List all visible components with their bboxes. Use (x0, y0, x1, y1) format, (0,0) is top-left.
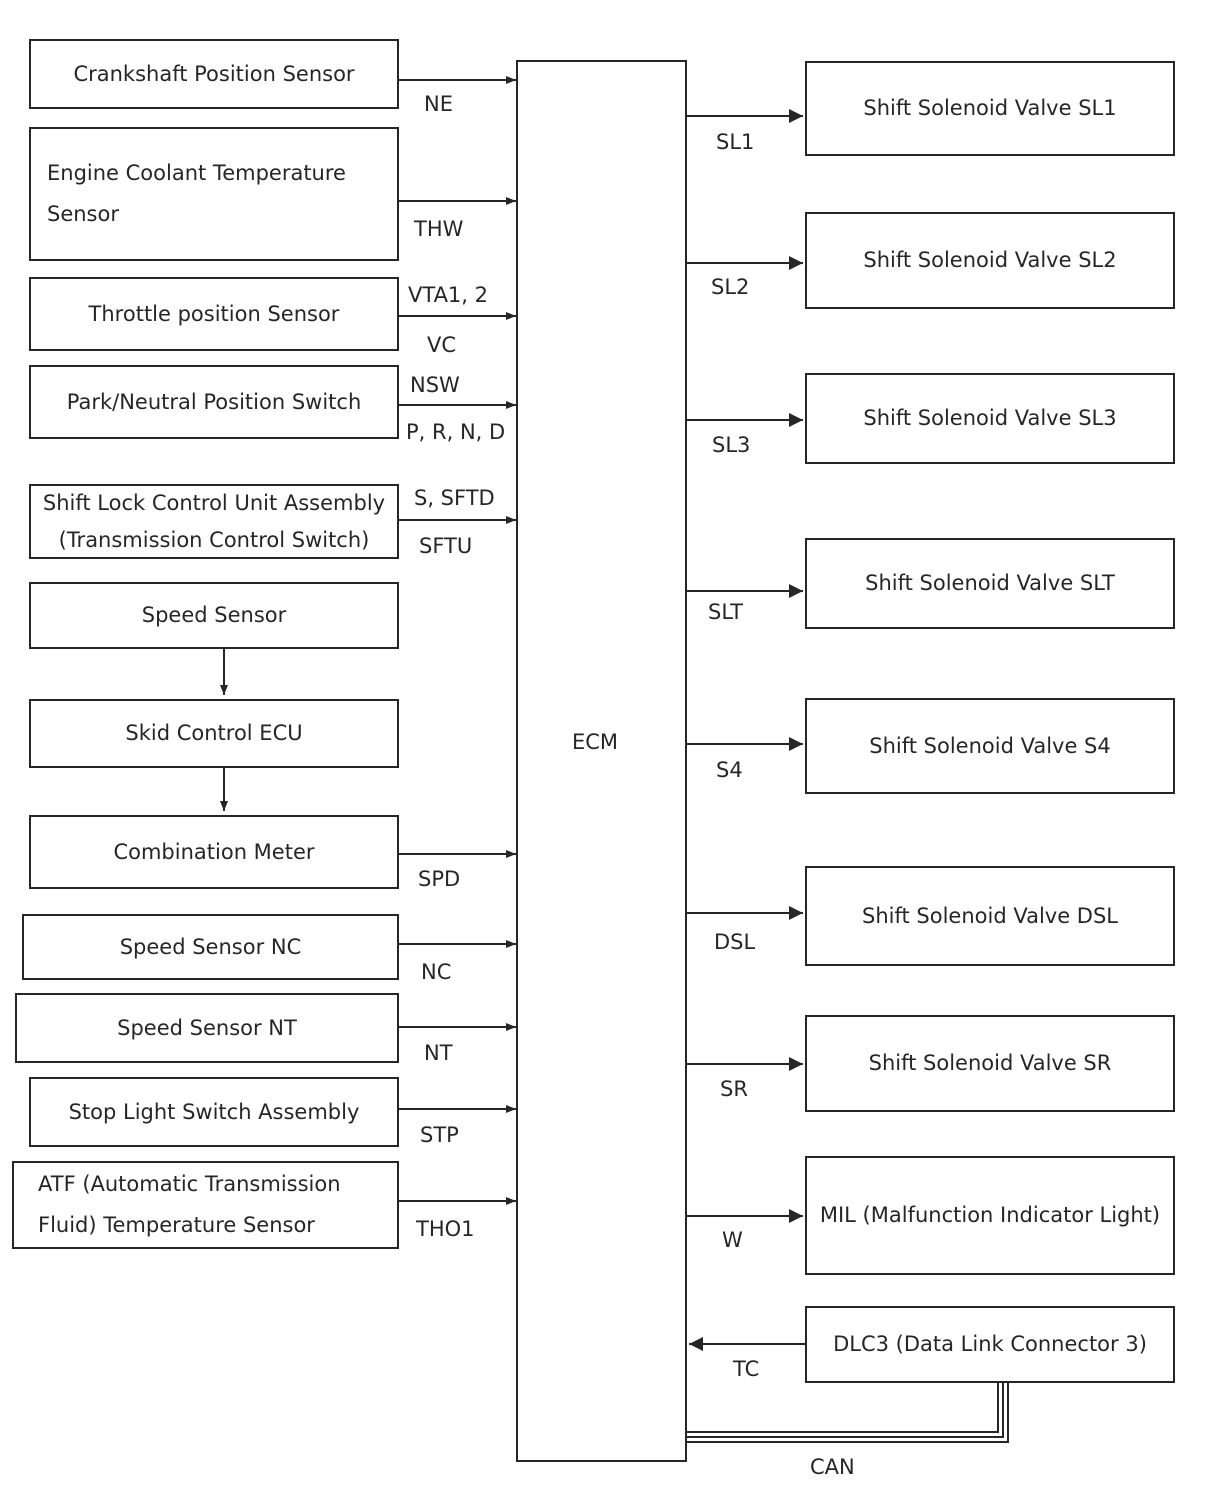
signal-label-speed-nt-0: NT (424, 1041, 453, 1065)
signal-label-can: CAN (810, 1455, 855, 1479)
input-box-stop-light-label: Stop Light Switch Assembly (68, 1099, 360, 1124)
input-box-shift-lock-label: Shift Lock Control Unit Assembly (Transm… (42, 490, 386, 552)
output-box-s4: Shift Solenoid Valve S4 (805, 698, 1175, 794)
signal-label-mil: W (722, 1228, 743, 1252)
output-box-sl2: Shift Solenoid Valve SL2 (805, 212, 1175, 309)
signal-label-sl2: SL2 (711, 275, 750, 299)
input-box-crankshaft: Crankshaft Position Sensor (29, 39, 399, 109)
output-box-sl1-label: Shift Solenoid Valve SL1 (863, 96, 1117, 120)
input-box-throttle-label: Throttle position Sensor (88, 301, 340, 326)
signal-label-speed-nc-0: NC (421, 960, 452, 984)
signal-label-atf-temp-0: THO1 (416, 1217, 475, 1241)
output-box-slt: Shift Solenoid Valve SLT (805, 538, 1175, 629)
output-box-mil: MIL (Malfunction Indicator Light) (805, 1156, 1175, 1275)
signal-label-slt: SLT (708, 600, 743, 624)
signal-label-sl3: SL3 (712, 433, 751, 457)
input-box-coolant-label: Engine Coolant Temperature Sensor (47, 161, 346, 226)
signal-label-tc: TC (733, 1357, 760, 1381)
input-box-speed-nc: Speed Sensor NC (22, 914, 399, 980)
signal-label-sr: SR (720, 1077, 748, 1101)
output-box-sl1: Shift Solenoid Valve SL1 (805, 61, 1175, 156)
input-box-skid-control-label: Skid Control ECU (125, 721, 303, 745)
input-box-park-neutral-label: Park/Neutral Position Switch (66, 389, 362, 414)
signal-label-stop-light-0: STP (420, 1123, 459, 1147)
output-box-sl3-label: Shift Solenoid Valve SL3 (863, 406, 1117, 430)
output-box-slt-label: Shift Solenoid Valve SLT (865, 571, 1115, 595)
input-box-speed-sensor-label: Speed Sensor (141, 603, 287, 627)
input-box-speed-nt-label: Speed Sensor NT (117, 1015, 297, 1040)
signal-label-shift-lock-0: S, SFTD (414, 486, 495, 510)
output-box-s4-label: Shift Solenoid Valve S4 (869, 733, 1111, 758)
input-box-throttle: Throttle position Sensor (29, 277, 399, 351)
input-box-speed-sensor: Speed Sensor (29, 582, 399, 649)
output-box-sr-label: Shift Solenoid Valve SR (868, 1051, 1112, 1075)
signal-label-park-neutral-0: NSW (410, 373, 460, 397)
output-box-sl2-label: Shift Solenoid Valve SL2 (863, 248, 1117, 272)
output-box-mil-label: MIL (Malfunction Indicator Light) (819, 1203, 1161, 1227)
input-box-park-neutral: Park/Neutral Position Switch (29, 365, 399, 439)
input-box-shift-lock: Shift Lock Control Unit Assembly (Transm… (29, 484, 399, 559)
dlc3-box: DLC3 (Data Link Connector 3) (805, 1306, 1175, 1383)
input-box-combination-meter: Combination Meter (29, 815, 399, 889)
can-bus-line (687, 1383, 1009, 1443)
output-box-dsl: Shift Solenoid Valve DSL (805, 866, 1175, 966)
ecm-box (516, 60, 687, 1462)
input-box-atf-temp-label: ATF (Automatic Transmission Fluid) Tempe… (38, 1172, 341, 1237)
signal-label-throttle-0: VTA1, 2 (408, 283, 489, 307)
signal-label-coolant-0: THW (414, 217, 464, 241)
signal-label-throttle-1: VC (427, 333, 457, 357)
input-box-speed-nt: Speed Sensor NT (15, 993, 399, 1063)
input-box-atf-temp: ATF (Automatic Transmission Fluid) Tempe… (12, 1161, 399, 1249)
signal-label-sl1: SL1 (716, 130, 755, 154)
signal-label-s4: S4 (716, 758, 743, 782)
signal-label-park-neutral-1: P, R, N, D (406, 420, 506, 444)
input-box-coolant: Engine Coolant Temperature Sensor (29, 127, 399, 261)
signal-label-dsl: DSL (714, 930, 756, 954)
signal-label-combination-meter-0: SPD (418, 867, 461, 891)
output-box-sl3: Shift Solenoid Valve SL3 (805, 373, 1175, 464)
ecm-label: ECM (572, 730, 619, 754)
output-box-sr: Shift Solenoid Valve SR (805, 1015, 1175, 1112)
signal-label-crankshaft-0: NE (424, 92, 453, 116)
output-box-dsl-label: Shift Solenoid Valve DSL (862, 903, 1118, 928)
signal-label-shift-lock-1: SFTU (419, 534, 473, 558)
input-box-stop-light: Stop Light Switch Assembly (29, 1077, 399, 1147)
input-box-crankshaft-label: Crankshaft Position Sensor (73, 61, 355, 86)
input-box-combination-meter-label: Combination Meter (113, 839, 315, 864)
input-box-skid-control: Skid Control ECU (29, 699, 399, 768)
dlc3-box-label: DLC3 (Data Link Connector 3) (833, 1332, 1147, 1356)
input-box-speed-nc-label: Speed Sensor NC (119, 934, 302, 959)
